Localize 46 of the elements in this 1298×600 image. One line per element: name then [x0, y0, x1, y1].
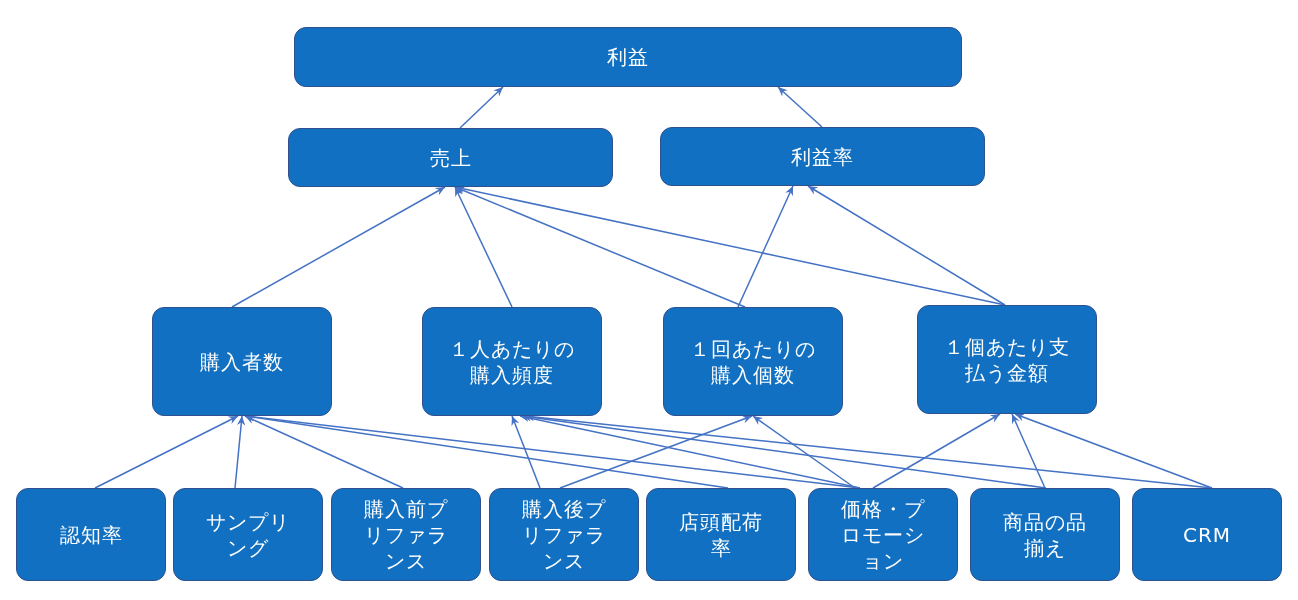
arrow: [872, 413, 1001, 489]
box-label: １人あたりの購入頻度: [449, 335, 575, 388]
process-box: [173, 488, 323, 581]
process-box: [288, 128, 613, 187]
arrow: [559, 415, 753, 489]
process-box: [331, 488, 481, 581]
arrow: [459, 86, 504, 129]
box-label: 店頭配荷率: [678, 508, 764, 561]
arrow: [454, 186, 513, 308]
process-box: [970, 488, 1120, 581]
arrow: [737, 185, 794, 308]
box-label: 売上: [429, 144, 472, 171]
arrow: [454, 186, 746, 308]
process-box: [660, 127, 985, 186]
box-label: 購入前プリファランス: [363, 495, 449, 574]
box-label: 利益率: [791, 143, 854, 170]
process-box: [646, 488, 796, 581]
arrow: [511, 415, 541, 489]
process-box: [1132, 488, 1282, 581]
box-label: CRM: [1182, 521, 1232, 548]
box-label: 購入後プリファランス: [521, 495, 607, 574]
process-box: [294, 27, 962, 87]
box-label: １個あたり支払う金額: [944, 333, 1070, 386]
process-box: [489, 488, 639, 581]
arrow: [777, 86, 823, 128]
process-box: [422, 307, 602, 416]
process-box: [808, 488, 958, 581]
arrow: [244, 415, 404, 489]
box-label: サンプリング: [205, 508, 291, 561]
arrow: [1011, 413, 1046, 489]
box-label: 利益: [607, 44, 649, 70]
arrow: [94, 415, 239, 489]
box-label: 価格・プロモーション: [840, 495, 926, 574]
process-box: [917, 305, 1097, 414]
arrow: [1014, 413, 1213, 489]
box-label: １回あたりの購入個数: [690, 335, 816, 388]
box-label: 購入者数: [200, 348, 284, 375]
box-label: 商品の品揃え: [1002, 508, 1088, 561]
process-box: [16, 488, 166, 581]
box-label: 認知率: [59, 521, 123, 548]
arrow: [231, 186, 446, 308]
arrow: [234, 415, 246, 489]
arrow: [752, 415, 856, 489]
process-box: [152, 307, 332, 416]
arrow: [807, 185, 1006, 306]
process-box: [663, 307, 843, 416]
